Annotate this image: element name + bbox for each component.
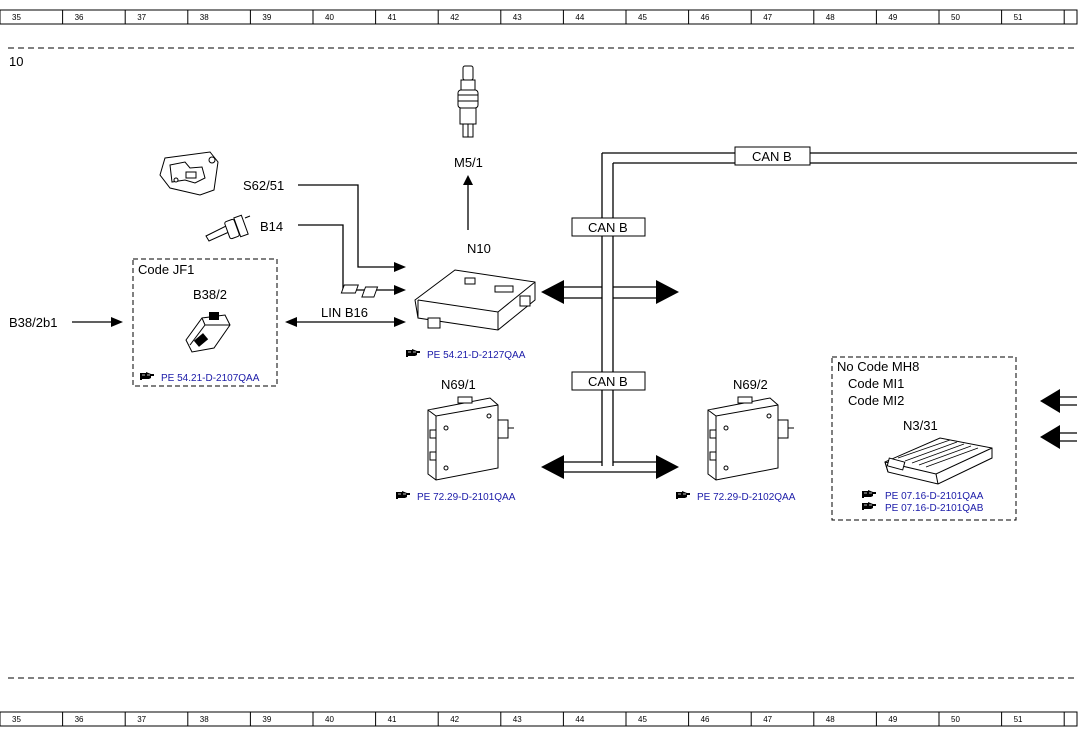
ruler-column-number: 47 bbox=[763, 13, 772, 22]
arrow-icon bbox=[394, 262, 406, 272]
can-b-low-label: CAN B bbox=[588, 374, 628, 389]
ruler-column-number: 45 bbox=[638, 13, 647, 22]
arrow-icon bbox=[1040, 389, 1060, 413]
n69-2-module-icon bbox=[707, 396, 794, 481]
ruler-column-number: 39 bbox=[262, 715, 271, 724]
ruler-column-number: 46 bbox=[701, 715, 710, 724]
ruler-column-number: 49 bbox=[888, 715, 897, 724]
arrow-icon bbox=[463, 175, 473, 185]
b14-label: B14 bbox=[260, 219, 283, 234]
ruler-column-number: 42 bbox=[450, 715, 459, 724]
ruler-column-number: 41 bbox=[388, 715, 397, 724]
n69-2-label: N69/2 bbox=[733, 377, 768, 392]
b38-2-sensor-icon bbox=[185, 312, 231, 353]
ruler-column-number: 48 bbox=[826, 715, 835, 724]
double-arrow-icon bbox=[541, 455, 564, 479]
ruler-column-number: 51 bbox=[1014, 13, 1023, 22]
n10-module-icon bbox=[340, 269, 536, 331]
double-arrow-icon bbox=[394, 317, 406, 327]
can-b-mid-label: CAN B bbox=[588, 220, 628, 235]
m5-1-label: M5/1 bbox=[454, 155, 483, 170]
n69-1-label: N69/1 bbox=[441, 377, 476, 392]
m5-1-sensor-icon bbox=[457, 65, 479, 138]
ruler-column-number: 38 bbox=[200, 715, 209, 724]
ruler-column-number: 37 bbox=[137, 715, 146, 724]
ruler-column-number: 44 bbox=[575, 715, 584, 724]
arrow-icon bbox=[111, 317, 123, 327]
n3-31-label: N3/31 bbox=[903, 418, 938, 433]
ruler-column-number: 51 bbox=[1014, 715, 1023, 724]
double-arrow-icon bbox=[656, 455, 679, 479]
ruler-column-number: 48 bbox=[826, 13, 835, 22]
ruler-column-number: 46 bbox=[701, 13, 710, 22]
b38-2b1-label: B38/2b1 bbox=[9, 315, 57, 330]
top-ruler: 35 36 37 38 39 40 41 42 43 44 45 46 47 48 49 50 51 bbox=[0, 9, 1078, 25]
ruler-column-number: 42 bbox=[450, 13, 459, 22]
ruler-column-number: 49 bbox=[888, 13, 897, 22]
ruler-column-number: 41 bbox=[388, 13, 397, 22]
code-mh8-line-3: Code MI2 bbox=[848, 393, 904, 408]
code-jf1-box bbox=[132, 258, 278, 387]
ruler-column-number: 50 bbox=[951, 715, 960, 724]
lin-b16-label: LIN B16 bbox=[321, 305, 368, 320]
section-label: 10 bbox=[9, 54, 23, 69]
bottom-ruler: 35 36 37 38 39 40 41 42 43 44 45 46 47 48 49 50 51 bbox=[0, 711, 1078, 727]
code-mh8-box bbox=[831, 356, 1017, 521]
n69-1-reference-link[interactable]: PE 72.29-D-2101QAA bbox=[417, 492, 516, 503]
code-mh8-line-1: No Code MH8 bbox=[837, 359, 919, 374]
ruler-column-number: 44 bbox=[575, 13, 584, 22]
ruler-column-number: 35 bbox=[12, 13, 21, 22]
ruler-column-number: 35 bbox=[12, 715, 21, 724]
ruler-column-number: 36 bbox=[75, 715, 84, 724]
can-b-low-tag bbox=[571, 371, 646, 391]
ruler-column-number: 43 bbox=[513, 13, 522, 22]
ruler-column-number: 43 bbox=[513, 715, 522, 724]
b38-2-label: B38/2 bbox=[193, 287, 227, 302]
ruler-column-number: 37 bbox=[137, 13, 146, 22]
code-mh8-line-2: Code MI1 bbox=[848, 376, 904, 391]
b38-2-reference-link[interactable]: PE 54.21-D-2107QAA bbox=[161, 373, 260, 384]
ruler-column-number: 47 bbox=[763, 715, 772, 724]
ruler-column-number: 40 bbox=[325, 13, 334, 22]
double-arrow-icon bbox=[656, 280, 679, 304]
b14-sensor-icon bbox=[205, 214, 251, 242]
ruler-column-number: 38 bbox=[200, 13, 209, 22]
can-b-top-label: CAN B bbox=[752, 149, 792, 164]
can-b-top-tag bbox=[734, 146, 811, 166]
ruler-column-number: 39 bbox=[262, 13, 271, 22]
ruler-column-number: 36 bbox=[75, 13, 84, 22]
n69-1-module-icon bbox=[427, 396, 514, 481]
arrow-icon bbox=[1040, 425, 1060, 449]
n3-31-reference-link-1[interactable]: PE 07.16-D-2101QAA bbox=[885, 491, 984, 502]
n3-31-control-unit-icon bbox=[884, 437, 993, 485]
n3-31-reference-link-2[interactable]: PE 07.16-D-2101QAB bbox=[885, 503, 984, 514]
ruler-column-number: 40 bbox=[325, 715, 334, 724]
n10-reference-link[interactable]: PE 54.21-D-2127QAA bbox=[427, 350, 526, 361]
code-jf1-label: Code JF1 bbox=[138, 262, 194, 277]
ruler-column-number: 50 bbox=[951, 13, 960, 22]
s62-51-label: S62/51 bbox=[243, 178, 284, 193]
can-b-mid-tag bbox=[571, 217, 646, 237]
double-arrow-icon bbox=[285, 317, 297, 327]
arrow-icon bbox=[394, 285, 406, 295]
can-b-bus bbox=[562, 152, 1077, 473]
n69-2-reference-link[interactable]: PE 72.29-D-2102QAA bbox=[697, 492, 796, 503]
s62-51-switch-icon bbox=[159, 151, 219, 196]
n10-label: N10 bbox=[467, 241, 491, 256]
double-arrow-icon bbox=[541, 280, 564, 304]
ruler-column-number: 45 bbox=[638, 715, 647, 724]
